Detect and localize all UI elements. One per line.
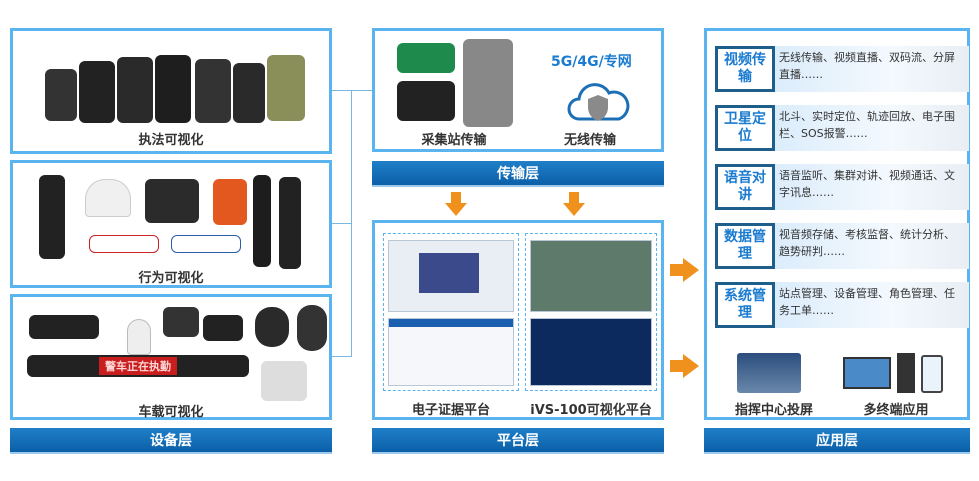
arrow-right-icon [670, 258, 700, 282]
wireless-caption: 无线传输 [563, 133, 616, 148]
screenshot [388, 240, 514, 312]
platform-layer-bar: 平台层 [372, 428, 664, 454]
function-desc: 视音频存储、考核监督、统计分析、趋势研判…… [779, 228, 955, 258]
vehicle-group: 警车正在执勤 车载可视化 [10, 294, 332, 420]
function-title: 卫星定位 [715, 105, 775, 151]
transport-box: 采集站传输 5G/4G/专网 无线传输 [372, 28, 664, 152]
group-caption: 行为可视化 [138, 271, 204, 286]
function-title: 视频传输 [715, 46, 775, 92]
function-voice: 语音对讲语音监听、集群对讲、视频通话、文字讯息…… [715, 164, 969, 210]
function-video: 视频传输无线传输、视频直播、双码流、分屏直播…… [715, 46, 969, 92]
screenshot [530, 318, 652, 386]
arrow-down-icon [563, 192, 585, 216]
transport-layer-bar: 传输层 [372, 161, 664, 187]
screenshot [530, 240, 652, 312]
device-layer-bar: 设备层 [10, 428, 332, 454]
ivs-caption: iVS-100可视化平台 [530, 403, 652, 418]
group-caption: 车载可视化 [138, 405, 204, 420]
multi-terminal-image [843, 353, 947, 393]
group-caption: 执法可视化 [138, 133, 204, 148]
multi-terminal-caption: 多终端应用 [863, 403, 929, 418]
command-center-caption: 指挥中心投屏 [734, 403, 813, 418]
function-system: 系统管理站点管理、设备管理、角色管理、任务工单…… [715, 282, 969, 328]
function-desc: 无线传输、视频直播、双码流、分屏直播…… [779, 51, 955, 81]
network-label: 5G/4G/专网 [551, 54, 632, 70]
ivs-platform-panel [525, 233, 657, 391]
lightbar: 警车正在执勤 [27, 355, 249, 377]
arrow-right-icon [670, 354, 700, 378]
evidence-caption: 电子证据平台 [411, 403, 490, 418]
connector-line [351, 90, 352, 357]
command-center-image [737, 353, 801, 393]
function-positioning: 卫星定位北斗、实时定位、轨迹回放、电子围栏、SOS报警…… [715, 105, 969, 151]
arrow-down-icon [445, 192, 467, 216]
function-desc: 站点管理、设备管理、角色管理、任务工单…… [779, 287, 955, 317]
lightbar-text: 警车正在执勤 [99, 357, 177, 375]
function-title: 系统管理 [715, 282, 775, 328]
function-title: 数据管理 [715, 223, 775, 269]
connector-line [351, 90, 373, 91]
connector-line [332, 356, 352, 357]
function-desc: 北斗、实时定位、轨迹回放、电子围栏、SOS报警…… [779, 110, 955, 140]
function-title: 语音对讲 [715, 164, 775, 210]
connector-line [332, 90, 352, 91]
behavior-group: 行为可视化 [10, 160, 332, 288]
collection-caption: 采集站传输 [421, 133, 487, 148]
function-desc: 语音监听、集群对讲、视频通话、文字讯息…… [779, 169, 955, 199]
screenshot [388, 318, 514, 386]
law-enforcement-group: 执法可视化 [10, 28, 332, 154]
application-layer-bar: 应用层 [704, 428, 970, 454]
evidence-platform-panel [383, 233, 519, 391]
connector-line [332, 223, 352, 224]
function-data: 数据管理视音频存储、考核监督、统计分析、趋势研判…… [715, 223, 969, 269]
platform-box: 电子证据平台 iVS-100可视化平台 [372, 220, 664, 420]
application-box: 视频传输无线传输、视频直播、双码流、分屏直播…… 卫星定位北斗、实时定位、轨迹回… [704, 28, 970, 420]
cloud-shield-icon [565, 81, 631, 129]
